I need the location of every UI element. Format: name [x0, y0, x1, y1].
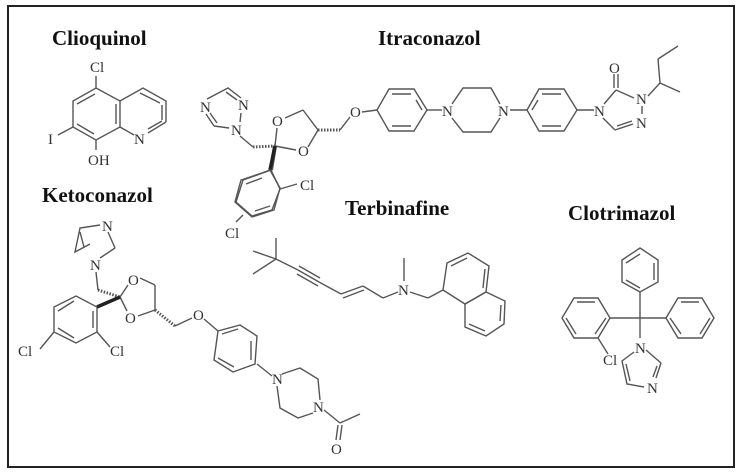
clioquinol-title: Clioquinol — [52, 26, 147, 50]
clioquinol-structure: Clioquinol Cl N I OH — [48, 26, 167, 169]
atom-o: O — [331, 442, 342, 458]
atom-n: N — [134, 132, 145, 148]
atom-n: N — [498, 104, 509, 120]
atom-n: N — [636, 92, 647, 108]
terbinafine-title: Terbinafine — [345, 196, 449, 220]
clotrimazol-structure: Clotrimazol Cl N N — [561, 201, 715, 397]
atom-n: N — [647, 381, 658, 397]
atom-o: O — [125, 311, 136, 327]
atom-i: I — [48, 132, 53, 148]
atom-cl: Cl — [300, 178, 314, 194]
atom-n: N — [102, 219, 113, 235]
atom-n: N — [90, 258, 101, 274]
atom-cl: Cl — [225, 226, 239, 242]
atom-oh: OH — [88, 153, 110, 169]
atom-o: O — [609, 61, 620, 77]
itraconazol-title: Itraconazol — [378, 26, 481, 50]
figure-frame — [7, 5, 735, 468]
atom-cl: Cl — [90, 60, 104, 76]
atom-cl: Cl — [110, 344, 124, 360]
atom-n: N — [636, 116, 647, 132]
atom-n: N — [313, 400, 324, 416]
atom-o: O — [272, 114, 283, 130]
atom-n: N — [442, 104, 453, 120]
atom-o: O — [298, 144, 309, 160]
atom-cl: Cl — [603, 353, 617, 369]
atom-cl: Cl — [18, 344, 32, 360]
atom-o: O — [350, 105, 361, 121]
ketoconazol-title: Ketoconazol — [42, 183, 153, 207]
atom-o: O — [128, 273, 139, 289]
ketoconazol-structure: Ketoconazol N N O O O Cl Cl — [18, 183, 361, 458]
atom-n: N — [594, 104, 605, 120]
atom-n: N — [398, 283, 409, 299]
atom-o: O — [193, 308, 204, 324]
atom-n: N — [231, 123, 242, 139]
itraconazol-structure: Itraconazol N N N O O O N N — [200, 26, 681, 242]
atom-n: N — [238, 98, 249, 114]
atom-n: N — [272, 372, 283, 388]
clotrimazol-title: Clotrimazol — [568, 201, 675, 225]
atom-n: N — [635, 341, 646, 357]
terbinafine-structure: Terbinafine N — [252, 196, 506, 337]
atom-n: N — [200, 100, 211, 116]
